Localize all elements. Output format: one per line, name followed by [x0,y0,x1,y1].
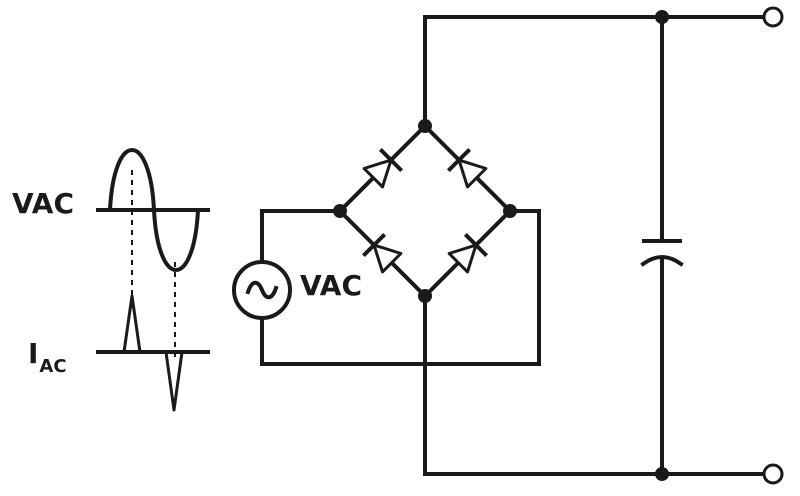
ac-source-wiring [260,209,541,366]
output-terminal-positive [762,6,784,28]
negative-output-rail [423,294,764,476]
iac-waveform-label: IAC [28,337,67,376]
output-wiring [423,15,764,476]
voltage-waveform [96,148,210,272]
capacitor-plate-curved [640,255,684,267]
ac-voltage-source [232,260,292,320]
vac-waveform-label: VAC [12,187,74,220]
iac-label-main: I [28,337,39,370]
diode-upper-right-icon [446,147,488,189]
source-wire-bottom [260,209,541,366]
iac-positive-pulse [122,294,142,353]
sine-wave-icon [245,280,279,300]
node-bridge-top [418,119,432,133]
diode-lower-right-icon [447,232,489,274]
current-waveform [96,294,210,412]
node-capacitor-bottom [655,467,669,481]
iac-negative-pulse [164,351,184,412]
diode-lower-left-icon [361,232,403,274]
iac-label-subscript: AC [39,356,67,377]
node-bridge-right [503,204,517,218]
positive-output-rail [423,15,764,128]
output-terminal-negative [762,463,784,485]
source-wire-top [260,209,342,264]
node-capacitor-top [655,10,669,24]
bridge-rectifier [337,123,513,299]
node-bridge-left [333,204,347,218]
vac-source-label: VAC [300,269,362,302]
ac-source-circle [232,260,292,320]
junction-nodes [333,10,669,481]
node-bridge-bottom [418,289,432,303]
diode-upper-left-icon [362,147,404,189]
vac-sine-curve [107,148,201,272]
filter-capacitor-icon [640,239,684,267]
